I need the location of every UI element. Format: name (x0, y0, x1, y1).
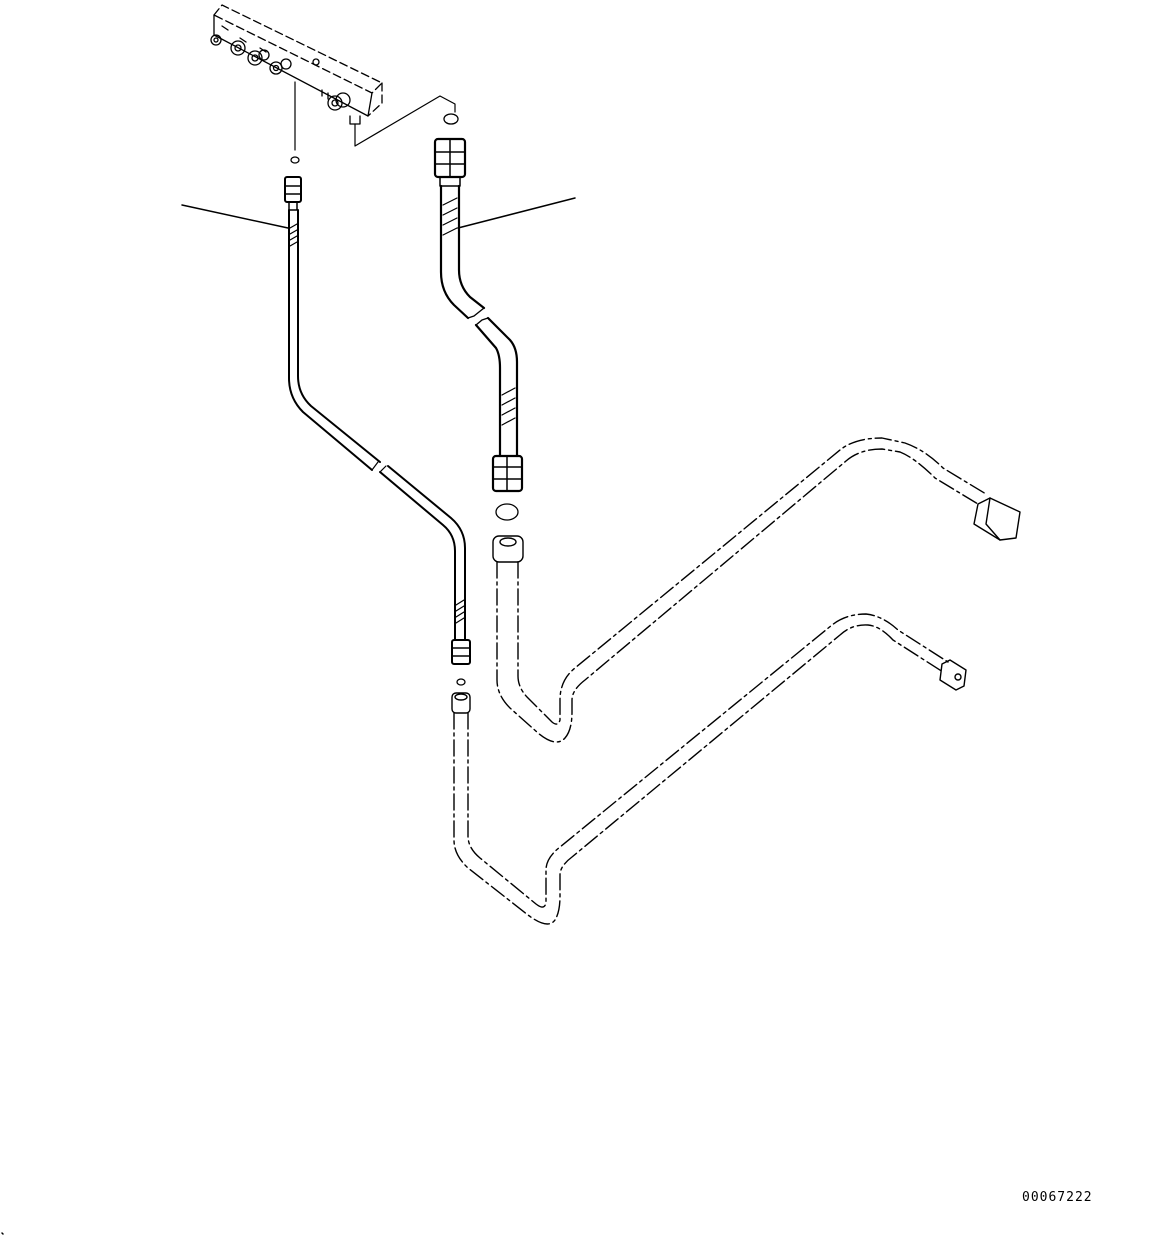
corner-mark (1, 1232, 4, 1235)
o-ring-icon (290, 113, 519, 686)
drawing-reference-number: 00067222 (1022, 1190, 1093, 1205)
hose-right (433, 137, 576, 493)
tube-upper (492, 437, 1021, 743)
hose-left (181, 176, 471, 665)
valve-block (210, 4, 456, 151)
tube-lower (451, 613, 967, 925)
